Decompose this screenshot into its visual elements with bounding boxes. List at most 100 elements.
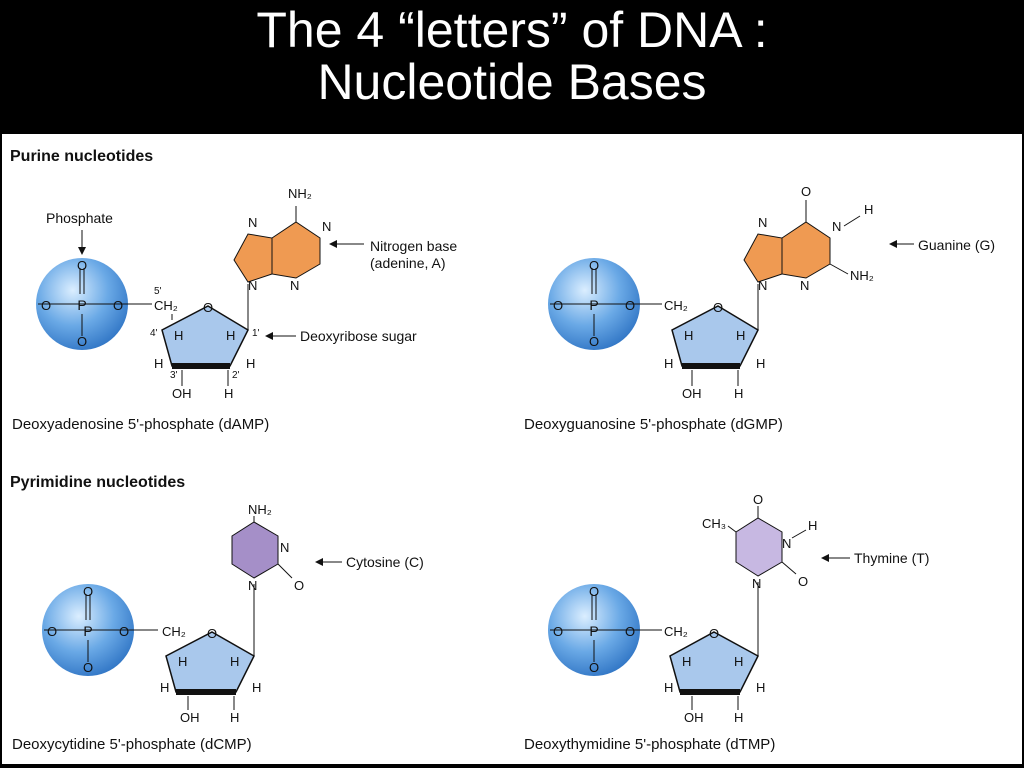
carbon-1-prime: 1' [252, 328, 260, 339]
base-h: H [864, 202, 873, 217]
sugar-h: H [734, 386, 743, 401]
phosphate-o-right: O [625, 624, 635, 639]
sugar-h: H [160, 680, 169, 695]
base-n: N [248, 278, 257, 293]
sugar-h: H [756, 356, 765, 371]
ch2-group: CH₂ [162, 624, 186, 639]
base-h: H [808, 518, 817, 533]
hydroxyl-group: OH [682, 386, 702, 401]
phosphate-o-bottom: O [83, 660, 93, 675]
deoxyribose-label: Deoxyribose sugar [300, 328, 417, 344]
phosphate-o-top: O [83, 584, 93, 599]
sugar-h: H [664, 680, 673, 695]
sugar-h: H [230, 710, 239, 725]
sugar-h: H [226, 328, 235, 343]
phosphate-o-top: O [589, 258, 599, 273]
phosphorus-atom: P [83, 623, 92, 639]
phosphorus-atom: P [589, 297, 598, 313]
phosphate-o-left: O [47, 624, 57, 639]
phosphate-o-top: O [589, 584, 599, 599]
base-n: N [290, 278, 299, 293]
sugar-h: H [682, 654, 691, 669]
carbon-2-prime: 2' [232, 370, 240, 381]
sugar-h: H [756, 680, 765, 695]
amino-group: NH₂ [248, 502, 272, 517]
carbon-5-prime: 5' [154, 286, 162, 297]
sugar-h: H [734, 710, 743, 725]
base-n: N [248, 215, 257, 230]
dcmp-molecule: O P O O O CH₂ O H H H H OH H N N NH₂ O [42, 502, 342, 725]
sugar-h: H [178, 654, 187, 669]
sugar-h: H [734, 654, 743, 669]
phosphorus-atom: P [589, 623, 598, 639]
carbon-4-prime: 4' [150, 328, 158, 339]
ring-oxygen: O [713, 300, 723, 315]
carbonyl-oxygen: O [294, 578, 304, 593]
title-line-1: The 4 “letters” of DNA : [256, 2, 768, 58]
phosphate-o-bottom: O [589, 334, 599, 349]
adenine-ring [233, 233, 273, 283]
dtmp-molecule: O P O O O CH₂ O H H H H OH H N N O CH₃ [548, 492, 850, 725]
base-n: N [758, 215, 767, 230]
base-n: N [758, 278, 767, 293]
hydroxyl-group: OH [172, 386, 192, 401]
purine-section-heading: Purine nucleotides [10, 148, 154, 165]
ch2-group: CH₂ [154, 298, 178, 313]
amino-group: NH₂ [288, 186, 312, 201]
base-n: N [832, 219, 841, 234]
nucleotide-diagram: O P O O O 5' CH₂ O H H 4' 1' 3' 2' H H O… [36, 184, 914, 725]
ring-oxygen: O [207, 626, 217, 641]
hydroxyl-group: OH [180, 710, 200, 725]
cytosine-ring [231, 521, 279, 579]
amino-group: NH₂ [850, 268, 874, 283]
phosphate-o-right: O [113, 298, 123, 313]
carbonyl-oxygen: O [801, 184, 811, 199]
sugar-h: H [684, 328, 693, 343]
base-n: N [248, 578, 257, 593]
ring-oxygen: O [709, 626, 719, 641]
guanine-ring [743, 233, 783, 283]
damp-molecule: O P O O O 5' CH₂ O H H 4' 1' 3' 2' H H O… [36, 186, 364, 401]
guanine-label: Guanine (G) [918, 237, 996, 253]
dcmp-caption: Deoxycytidine 5'-phosphate (dCMP) [12, 736, 252, 753]
dgmp-caption: Deoxyguanosine 5'-phosphate (dGMP) [524, 416, 783, 433]
thymine-label: Thymine (T) [854, 550, 930, 566]
phosphate-o-left: O [553, 624, 563, 639]
carbonyl-oxygen: O [753, 492, 763, 507]
ring-oxygen: O [203, 300, 213, 315]
carbon-3-prime: 3' [170, 370, 178, 381]
sugar-h: H [736, 328, 745, 343]
pyrimidine-section-heading: Pyrimidine nucleotides [10, 474, 186, 491]
base-n: N [280, 540, 289, 555]
methyl-group: CH₃ [702, 516, 726, 531]
phosphate-o-left: O [553, 298, 563, 313]
phosphate-o-right: O [119, 624, 129, 639]
damp-caption: Deoxyadenosine 5'-phosphate (dAMP) [12, 416, 270, 433]
ch2-group: CH₂ [664, 624, 688, 639]
ch2-group: CH₂ [664, 298, 688, 313]
sugar-h: H [154, 356, 163, 371]
nucleotide-figure: O P O O O 5' CH₂ O H H 4' 1' 3' 2' H H O… [2, 134, 1022, 764]
phosphate-o-bottom: O [77, 334, 87, 349]
hydroxyl-group: OH [684, 710, 704, 725]
sugar-h: H [230, 654, 239, 669]
sugar-h: H [174, 328, 183, 343]
cytosine-label: Cytosine (C) [346, 554, 424, 570]
slide-title: The 4 “letters” of DNA : Nucleotide Base… [0, 0, 1024, 132]
sugar-h: H [252, 680, 261, 695]
phosphate-o-top: O [77, 258, 87, 273]
dgmp-molecule: O P O O O CH₂ O H H H H OH H N N N N [548, 184, 914, 401]
nitrogen-base-label: Nitrogen base [370, 238, 458, 254]
base-n: N [782, 536, 791, 551]
sugar-h: H [664, 356, 673, 371]
phosphate-label: Phosphate [46, 210, 113, 226]
phosphate-o-bottom: O [589, 660, 599, 675]
base-n: N [752, 576, 761, 591]
adenine-label: (adenine, A) [370, 255, 446, 271]
sugar-h: H [224, 386, 233, 401]
sugar-h: H [246, 356, 255, 371]
base-n: N [322, 219, 331, 234]
title-line-2: Nucleotide Bases [317, 54, 707, 110]
phosphorus-atom: P [77, 297, 86, 313]
phosphate-o-right: O [625, 298, 635, 313]
